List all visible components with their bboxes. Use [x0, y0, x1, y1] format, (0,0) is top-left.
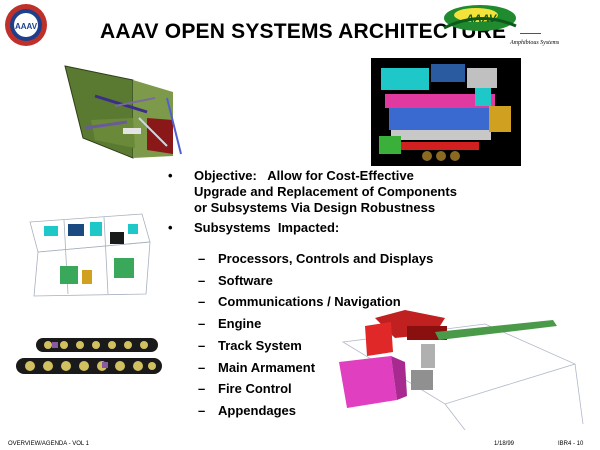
subsystem-label: Communications / Navigation — [218, 294, 401, 310]
dash-marker: – — [198, 337, 206, 353]
subsystem-label: Engine — [218, 316, 262, 332]
subsystem-label: Appendages — [218, 402, 297, 418]
main-bullet-list: • Objective: Allow for Cost-Effective Up… — [162, 168, 522, 240]
electronics-wireframe-illustration — [24, 208, 154, 298]
objective-bullet: • Objective: Allow for Cost-Effective Up… — [162, 168, 522, 216]
objective-line-3: or Subsystems Via Design Robustness — [194, 200, 436, 215]
banner-logo-text: AAAV — [465, 13, 498, 25]
engine-illustration — [371, 58, 521, 166]
dash-marker: – — [198, 272, 206, 288]
subsystem-label: Main Armament — [218, 359, 316, 375]
dash-marker: – — [198, 294, 206, 310]
footer-section-label: OVERVIEW/AGENDA - VOL 1 — [8, 441, 90, 447]
emblem-logo: AAAV — [4, 3, 48, 47]
subsystems-bullet: • Subsystems Impacted: — [162, 220, 522, 236]
hull-panel-illustration — [55, 58, 185, 162]
bullet-marker: • — [168, 220, 173, 235]
list-item: –Processors, Controls and Displays — [198, 248, 498, 270]
list-item: –Track System — [198, 335, 498, 357]
objective-line-2: Upgrade and Replacement of Components — [194, 184, 457, 199]
list-item: –Fire Control — [198, 378, 498, 400]
bullet-marker: • — [168, 168, 173, 183]
division-small-text: ▬▬▬▬▬▬▬ — [520, 31, 541, 35]
subsystems-list: –Processors, Controls and Displays –Soft… — [198, 248, 498, 422]
track-system-illustration — [12, 334, 166, 378]
list-item: –Software — [198, 270, 498, 292]
emblem-logo-text: AAAV — [15, 22, 38, 31]
subsystems-label: Subsystems Impacted: — [194, 220, 340, 235]
dash-marker: – — [198, 359, 206, 375]
dash-marker: – — [198, 251, 206, 266]
list-item: –Engine — [198, 313, 498, 335]
dash-marker: – — [198, 402, 206, 418]
banner-logo: AAAV — [436, 2, 522, 36]
list-item: –Appendages — [198, 400, 498, 422]
subsystem-label: Processors, Controls and Displays — [218, 251, 434, 266]
footer-date: 1/18/99 — [494, 441, 515, 447]
objective-line-1: Objective: Allow for Cost-Effective — [194, 168, 414, 183]
subsystem-label: Fire Control — [218, 381, 292, 397]
footer-page-number: IBR4 - 10 — [558, 441, 584, 447]
dash-marker: – — [198, 381, 206, 397]
page-title: AAAV OPEN SYSTEMS ARCHITECTURE — [100, 20, 507, 43]
subsystem-label: Track System — [218, 337, 302, 353]
main-armament-illustration — [335, 304, 587, 432]
subsystem-label: Software — [218, 272, 273, 288]
list-item: –Communications / Navigation — [198, 291, 498, 313]
list-item: –Main Armament — [198, 357, 498, 379]
division-label: Amphibious Systems — [510, 40, 560, 46]
dash-marker: – — [198, 316, 206, 332]
